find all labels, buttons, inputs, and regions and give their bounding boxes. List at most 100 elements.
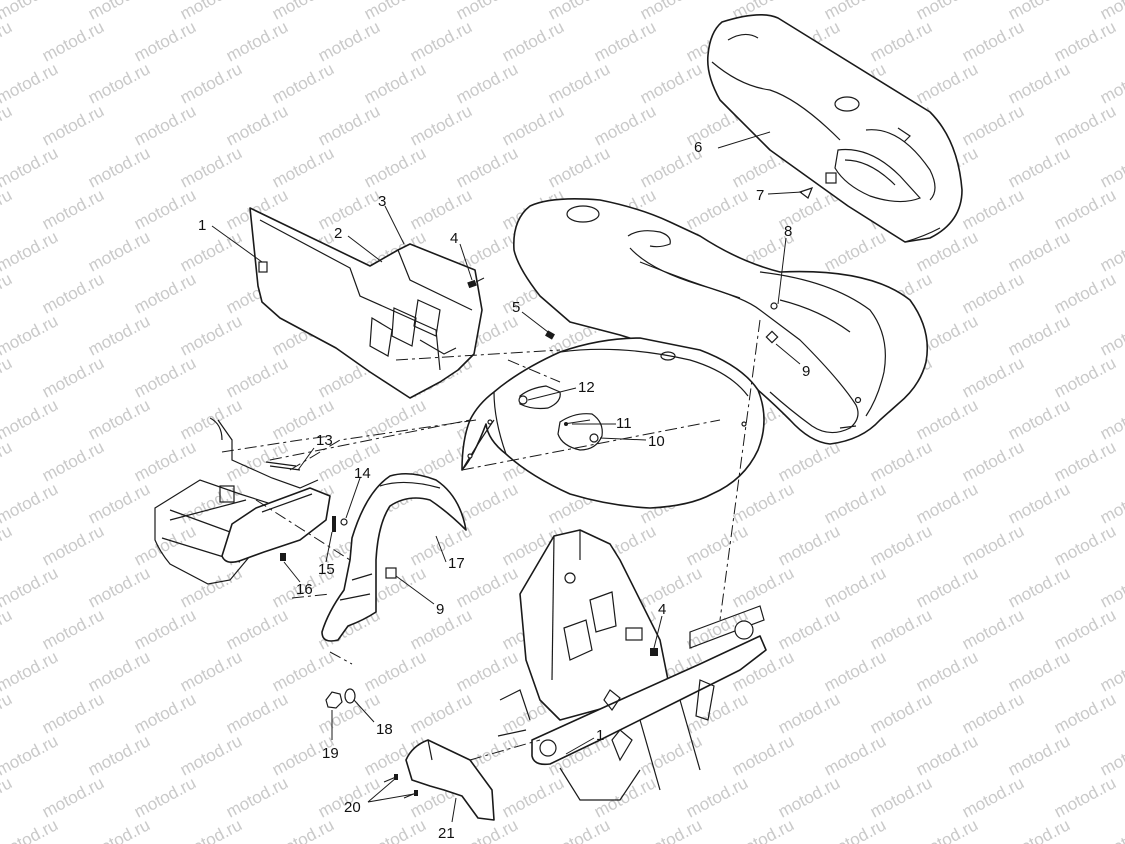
- watermark-text: motod.ru: [821, 227, 889, 275]
- watermark-text: motod.ru: [0, 521, 15, 569]
- watermark-text: motod.ru: [1051, 353, 1119, 401]
- watermark-text: motod.ru: [821, 815, 889, 844]
- watermark-text: motod.ru: [453, 59, 521, 107]
- watermark-text: motod.ru: [959, 689, 1027, 737]
- callout-labels: 1 2 3 4 5 6 7 8 9 10 11 12 13 14 15 16 1…: [198, 139, 810, 842]
- watermark-text: motod.ru: [0, 0, 61, 24]
- watermark-text: motod.ru: [269, 59, 337, 107]
- washer-18-icon: [344, 688, 356, 704]
- watermark-text: motod.ru: [1097, 59, 1125, 107]
- watermark-text: motod.ru: [223, 353, 291, 401]
- watermark-text: motod.ru: [0, 311, 61, 359]
- watermark-text: motod.ru: [0, 227, 61, 275]
- watermark-text: motod.ru: [361, 815, 429, 844]
- watermark-text: motod.ru: [177, 311, 245, 359]
- watermark-text: motod.ru: [821, 647, 889, 695]
- callout-4-upper: 4: [450, 230, 458, 247]
- watermark-text: motod.ru: [223, 437, 291, 485]
- watermark-text: motod.ru: [775, 437, 843, 485]
- watermark-text: motod.ru: [1097, 815, 1125, 844]
- watermark-text: motod.ru: [913, 647, 981, 695]
- callout-11: 11: [616, 415, 632, 432]
- watermark-text: motod.ru: [913, 815, 981, 844]
- watermark-text: motod.ru: [683, 773, 751, 821]
- callout-6: 6: [694, 139, 702, 156]
- watermark-text: motod.ru: [0, 773, 15, 821]
- rear-fender: [513, 198, 929, 445]
- leader-lines: [211, 131, 803, 823]
- watermark-text: motod.ru: [177, 59, 245, 107]
- watermark-text: motod.ru: [85, 731, 153, 779]
- watermark-text: motod.ru: [775, 521, 843, 569]
- screw-16-icon: [280, 553, 286, 561]
- callout-16: 16: [296, 581, 313, 598]
- assembly-lines: [221, 319, 761, 761]
- watermark-text: motod.ru: [959, 521, 1027, 569]
- callout-9-upper: 9: [802, 363, 810, 380]
- watermark-text: motod.ru: [1097, 227, 1125, 275]
- watermark-text: motod.ru: [867, 605, 935, 653]
- watermark-text: motod.ru: [361, 395, 429, 443]
- callout-14: 14: [354, 465, 371, 482]
- callout-4-lower: 4: [658, 601, 666, 618]
- watermark-text: motod.ru: [39, 689, 107, 737]
- watermark-text: motod.ru: [0, 689, 15, 737]
- watermark-text: motod.ru: [959, 353, 1027, 401]
- watermark-text: motod.ru: [0, 185, 15, 233]
- watermark-text: motod.ru: [85, 227, 153, 275]
- watermark-text: motod.ru: [637, 563, 705, 611]
- watermark-text: motod.ru: [913, 395, 981, 443]
- watermark-text: motod.ru: [315, 17, 383, 65]
- nut-10-icon: [589, 433, 599, 443]
- watermark-text: motod.ru: [269, 647, 337, 695]
- callout-10: 10: [648, 433, 665, 450]
- mud-flap: [405, 739, 495, 821]
- watermark-text: motod.ru: [499, 773, 567, 821]
- watermark-text: motod.ru: [131, 689, 199, 737]
- watermark-text: motod.ru: [545, 143, 613, 191]
- watermark-text: motod.ru: [0, 353, 15, 401]
- watermark-text: motod.ru: [0, 59, 61, 107]
- watermark-text: motod.ru: [591, 17, 659, 65]
- watermark-text: motod.ru: [913, 479, 981, 527]
- watermark-text: motod.ru: [407, 101, 475, 149]
- watermark-text: motod.ru: [223, 17, 291, 65]
- watermark-text: motod.ru: [269, 143, 337, 191]
- watermark-text: motod.ru: [0, 437, 15, 485]
- watermark-text: motod.ru: [85, 563, 153, 611]
- watermark-text: motod.ru: [39, 605, 107, 653]
- clip-7-icon: [798, 187, 814, 199]
- watermark-text: motod.ru: [1051, 437, 1119, 485]
- side-panel: [249, 207, 483, 399]
- watermark-text: motod.ru: [683, 689, 751, 737]
- callout-8: 8: [784, 223, 792, 240]
- top-cover-panel: [706, 14, 963, 243]
- watermark-text: motod.ru: [545, 59, 613, 107]
- watermark-text: motod.ru: [0, 563, 61, 611]
- footwell-bracket: [221, 461, 331, 564]
- callout-19: 19: [322, 745, 339, 762]
- bolt-14-icon: [340, 518, 348, 526]
- screw-5-icon: [545, 330, 555, 340]
- watermark-text: motod.ru: [0, 269, 15, 317]
- watermark-text: motod.ru: [821, 479, 889, 527]
- watermark-text: motod.ru: [361, 647, 429, 695]
- callout-17: 17: [448, 555, 465, 572]
- watermark-text: motod.ru: [683, 521, 751, 569]
- watermark-text: motod.ru: [959, 17, 1027, 65]
- watermark-text: motod.ru: [361, 59, 429, 107]
- front-fender-cover: [461, 337, 765, 509]
- watermark-text: motod.ru: [959, 185, 1027, 233]
- watermark-text: motod.ru: [177, 731, 245, 779]
- watermark-text: motod.ru: [775, 605, 843, 653]
- callout-18: 18: [376, 721, 393, 738]
- watermark-text: motod.ru: [1005, 59, 1073, 107]
- watermark-text: motod.ru: [499, 17, 567, 65]
- callout-3: 3: [378, 193, 386, 210]
- watermark-text: motod.ru: [959, 437, 1027, 485]
- watermark-text: motod.ru: [223, 689, 291, 737]
- callout-1-lower: 1: [596, 727, 604, 744]
- callout-5: 5: [512, 299, 520, 316]
- watermark-text: motod.ru: [0, 731, 61, 779]
